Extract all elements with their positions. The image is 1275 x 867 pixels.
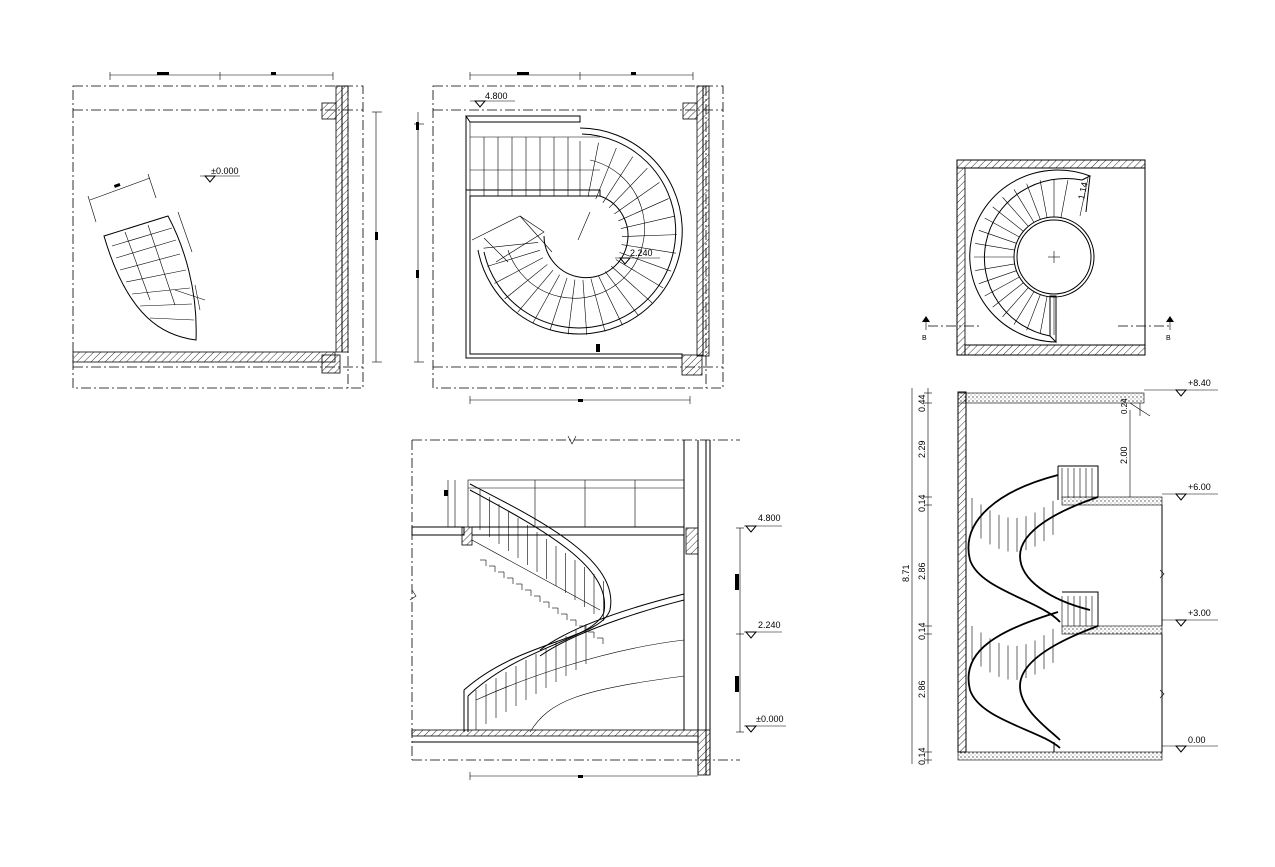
dim-top: 0.24 <box>1120 398 1129 414</box>
section-middle-stair <box>463 483 685 733</box>
spiral-section-upper <box>967 465 1099 626</box>
stair-fragment <box>87 173 206 341</box>
plan-middle-level-top: 4.800 <box>485 91 508 101</box>
plan-left: ±0.000 <box>72 72 382 389</box>
level-0: +8.40 <box>1188 378 1211 388</box>
dim-v-2: 0.14 <box>917 494 927 512</box>
plan-right: 1.14 B B <box>922 159 1174 356</box>
spiral-plan-middle <box>477 127 683 335</box>
dim-overall: 8.71 <box>901 564 911 582</box>
level-1: +6.00 <box>1188 482 1211 492</box>
plan-right-tread-dim: 1.14 <box>1076 181 1089 200</box>
cut-label-left: B <box>922 335 927 342</box>
dim-v-6: 0.14 <box>917 747 927 765</box>
section-middle: 4.800 2.240 ±0.000 <box>409 435 786 780</box>
straight-flight <box>469 122 600 196</box>
dim-v-0: 0.44 <box>917 394 927 412</box>
section-middle-level-top: 4.800 <box>758 513 781 523</box>
section-middle-level-mid: 2.240 <box>758 620 781 630</box>
plan-middle: 4.800 2.240 <box>414 72 724 404</box>
plan-left-level: ±0.000 <box>211 166 238 176</box>
level-3: 0.00 <box>1188 735 1206 745</box>
dim-small: 2.00 <box>1119 446 1129 464</box>
dim-v-3: 2.86 <box>917 562 927 580</box>
level-2: +3.00 <box>1188 608 1211 618</box>
plan-middle-level-mid: 2.240 <box>630 248 653 258</box>
section-middle-level-bottom: ±0.000 <box>756 714 783 724</box>
section-right: 0.44 2.29 0.14 2.86 0.14 2.86 0.14 8.71 … <box>901 378 1218 765</box>
cut-label-right: B <box>1166 335 1171 342</box>
dim-v-5: 2.86 <box>917 680 927 698</box>
spiral-section-lower <box>967 596 1099 752</box>
dim-v-1: 2.29 <box>917 440 927 458</box>
dim-v-4: 0.14 <box>917 622 927 640</box>
